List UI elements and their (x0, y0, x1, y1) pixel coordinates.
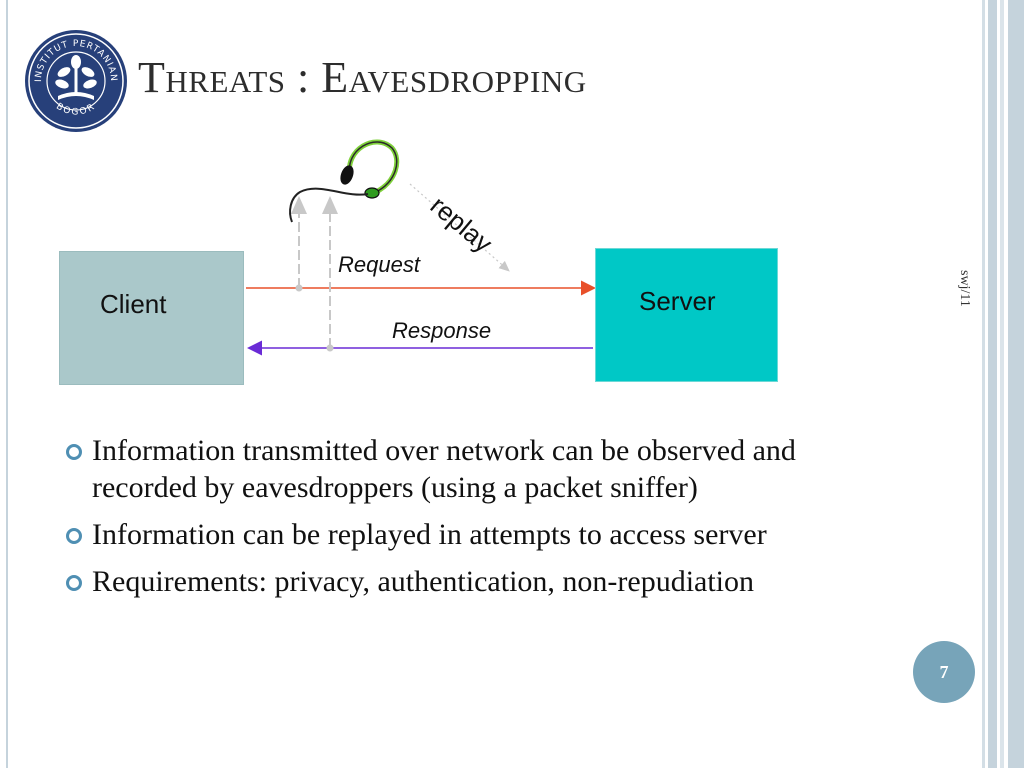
slide-title: Threats : Eavesdropping (138, 53, 587, 102)
bullet-text: Requirements: privacy, authentication, n… (92, 565, 755, 598)
logo-plant-icon (55, 55, 97, 100)
request-label: Request (338, 252, 420, 277)
client-label: Client (100, 289, 167, 319)
client-box (59, 251, 244, 385)
right-frame-stripe (1008, 0, 1024, 768)
bullet-text: Information can be replayed in attempts … (92, 518, 767, 551)
tap-point-request (295, 284, 303, 292)
page-number-badge: 7 (913, 641, 975, 703)
tap-point-response (326, 344, 334, 352)
ring-bullet-icon (66, 575, 82, 591)
bullet-item: Information can be replayed in attempts … (64, 516, 894, 553)
side-note: swj/11 (957, 270, 972, 307)
bullet-text: Information transmitted over network can… (92, 434, 796, 504)
right-frame-stripe (982, 0, 985, 768)
server-box (595, 248, 778, 382)
right-frame-stripe (988, 0, 997, 768)
bullet-list: Information transmitted over network can… (64, 432, 894, 610)
bullet-item: Requirements: privacy, authentication, n… (64, 563, 894, 600)
left-frame-line (6, 0, 8, 768)
ring-bullet-icon (66, 444, 82, 460)
ring-bullet-icon (66, 528, 82, 544)
bullet-item: Information transmitted over network can… (64, 432, 894, 506)
response-label: Response (392, 318, 492, 343)
server-label: Server (639, 286, 716, 316)
replay-arrow (409, 183, 510, 272)
right-frame-stripe (1000, 0, 1004, 768)
university-logo: INSTITUT PERTANIAN BOGOR (25, 30, 127, 132)
headset-icon (289, 139, 400, 223)
